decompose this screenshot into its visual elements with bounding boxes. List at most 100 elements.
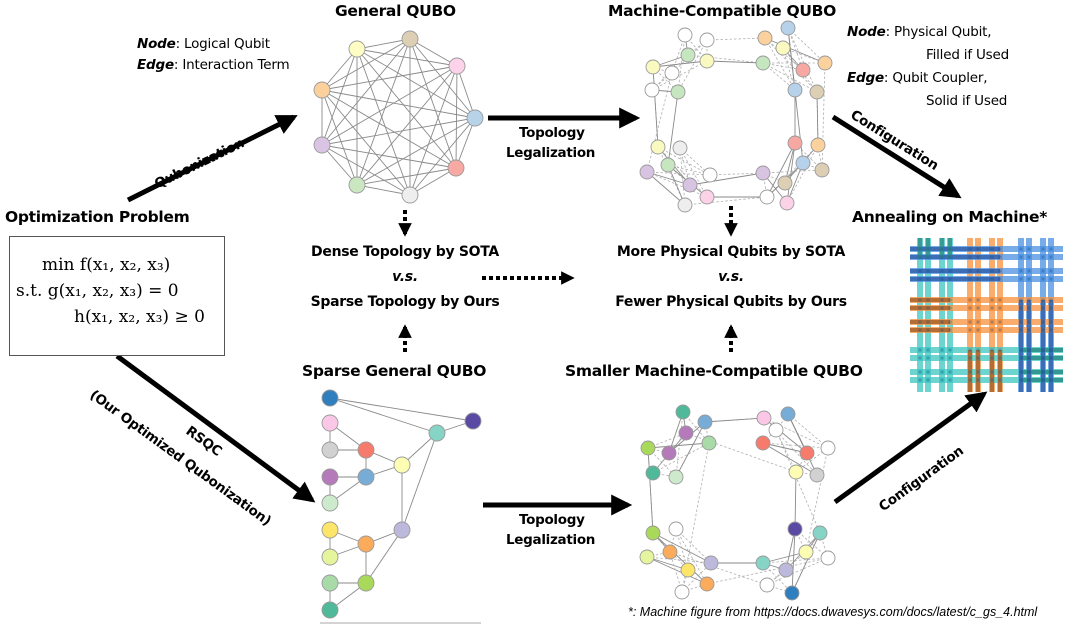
interaction-edge (455, 65, 458, 169)
horizontal-qubit-teal (910, 347, 1063, 353)
coupler-dot (948, 306, 952, 310)
equality-constraint: s.t. g(x₁, x₂, x₃) = 0 (16, 281, 179, 301)
interaction-edge (321, 89, 358, 186)
coupler-dot (998, 247, 1002, 251)
interaction-edge (321, 89, 411, 196)
used-physical-qubit (697, 414, 713, 430)
coupler-dot (926, 298, 930, 302)
coupler-dot (1019, 306, 1023, 310)
unused-coupler-edge (651, 60, 708, 91)
logical-qubit-node (321, 548, 339, 566)
coupler-dot (940, 348, 944, 352)
logical-qubit-node (321, 441, 339, 459)
coupler-dot (998, 328, 1002, 332)
vertical-qubit-orange (997, 238, 1003, 392)
coupler-dot (998, 370, 1002, 374)
used-physical-qubit (645, 465, 661, 481)
unused-physical-qubit (677, 27, 693, 43)
unused-coupler-edge (652, 532, 689, 571)
used-physical-qubit (639, 549, 655, 565)
logical-qubit-node-orange (313, 81, 331, 99)
coupler-dot (1049, 378, 1053, 382)
coupler-dot (1049, 328, 1053, 332)
coupler-dot (1019, 328, 1023, 332)
interaction-edge (329, 397, 438, 434)
used-coupler-edge (667, 91, 679, 166)
coupler-dot (990, 247, 994, 251)
edge (652, 532, 712, 564)
coupler-dot (1027, 306, 1031, 310)
coupler-dot (990, 269, 994, 273)
legend-machine-node: Node: Physical Qubit, (847, 24, 992, 40)
coupler-dot (918, 320, 922, 324)
coupler-dot (1049, 320, 1053, 324)
coupler-dot (1027, 328, 1031, 332)
logical-qubit-node (428, 424, 446, 442)
used-physical-qubit (814, 162, 830, 178)
used-physical-qubit (661, 445, 677, 461)
coupler-dot (976, 277, 980, 281)
unused-physical-qubit (668, 521, 684, 537)
unused-coupler-edge (795, 471, 818, 476)
used-physical-qubit (755, 55, 771, 71)
interaction-edge (456, 65, 476, 119)
horizontal-qubit-orange (910, 297, 1063, 303)
coupler-dot (918, 255, 922, 259)
coupler-dot (1019, 269, 1023, 273)
edge (646, 556, 708, 585)
coupler-dot (1027, 348, 1031, 352)
title-smaller-machine-compatible-qubo: Smaller Machine-Compatible QUBO (565, 362, 863, 380)
coupler-dot (948, 247, 952, 251)
interaction-edge (356, 38, 411, 50)
interaction-edge (321, 89, 476, 119)
coupler-dot (990, 378, 994, 382)
used-physical-qubit (701, 435, 717, 451)
active-coupling-segment (1049, 300, 1053, 392)
coupler-dot (998, 269, 1002, 273)
coupler-dot (940, 269, 944, 273)
interaction-edge (409, 65, 458, 196)
arrows (115, 107, 988, 516)
coupler-dot (948, 255, 952, 259)
used-physical-qubit (795, 62, 811, 78)
active-coupling-segment (910, 277, 1000, 281)
coupler-dot (1027, 298, 1031, 302)
interaction-edge (321, 38, 411, 91)
coupler-dot (918, 306, 922, 310)
horizontal-qubit-teal (910, 369, 1063, 375)
unused-physical-qubit (702, 167, 718, 183)
used-physical-qubit (650, 139, 666, 155)
coupler-dot (1041, 370, 1045, 374)
used-physical-qubit (780, 406, 796, 422)
interaction-edge (321, 144, 411, 196)
coupler-dot (918, 277, 922, 281)
active-coupling-segment (1041, 300, 1045, 392)
used-physical-qubit (810, 137, 826, 153)
coupler-dot (1049, 348, 1053, 352)
used-physical-qubit (675, 404, 691, 420)
coupler-dot (976, 247, 980, 251)
coupler-dot (1049, 255, 1053, 259)
used-physical-qubit (787, 135, 803, 151)
active-coupling-segment (940, 238, 944, 258)
general-qubo-graph (313, 30, 484, 204)
logical-qubit-node-yellow (348, 40, 366, 58)
unused-coupler-edge (704, 421, 710, 444)
interaction-edge (356, 184, 411, 196)
coupler-dot (948, 356, 952, 360)
unused-coupler-edge (652, 442, 710, 474)
unused-coupler-edge (787, 27, 818, 93)
unused-physical-qubit (674, 584, 690, 600)
footnote: *: Machine figure from https://docs.dwav… (628, 605, 1038, 619)
interaction-edge (356, 65, 458, 186)
coupler-dot (968, 328, 972, 332)
vertical-qubit-teal (917, 238, 923, 392)
used-coupler-edge (652, 66, 659, 148)
configuration-bottom-arrow (833, 391, 988, 505)
edge (786, 142, 796, 204)
smaller-machine-compatible-qubo-graph (639, 404, 836, 601)
coupler-dot (976, 370, 980, 374)
used-coupler-edge (816, 91, 819, 146)
edge (647, 442, 710, 449)
edge (762, 442, 808, 454)
